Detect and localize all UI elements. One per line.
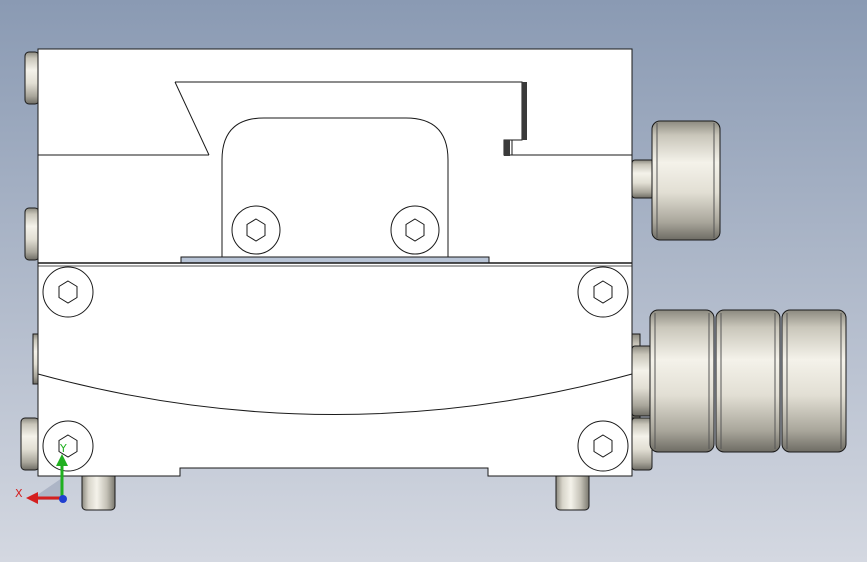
lower-roller-3 [781, 309, 847, 453]
curved-groove [37, 373, 633, 415]
left-boss-top [24, 51, 40, 105]
triad-x-label: X [15, 487, 23, 500]
hex-screw-bottom-right [577, 420, 629, 472]
triad-y-label: Y [59, 442, 67, 455]
hex-screw-top-right [577, 266, 629, 318]
clamp-step-edge [504, 140, 510, 156]
hex-screw-bottom-left [42, 420, 94, 472]
upper-roller-shaft [631, 159, 655, 199]
upper-roller [651, 120, 721, 241]
lower-roller-2 [715, 309, 781, 453]
lower-shaft-b [631, 417, 653, 471]
left-boss-middle [24, 207, 40, 261]
clamp-plate-edge [522, 82, 527, 140]
hex-screw-top-left [42, 266, 94, 318]
bottom-pin-right [555, 471, 590, 511]
lower-shaft-c [631, 345, 653, 417]
bottom-pin-left [81, 471, 116, 511]
triad-z-origin [59, 495, 67, 503]
triad-x-arrow [26, 492, 38, 504]
left-boss-lower-b [20, 417, 40, 471]
base-plate [180, 256, 490, 264]
lower-roller-1 [649, 309, 715, 453]
hex-screw-arch-left [231, 205, 281, 255]
hex-screw-arch-right [390, 205, 440, 255]
triad-y-arrow [56, 454, 68, 466]
coordinate-triad[interactable]: X Y [15, 442, 68, 504]
